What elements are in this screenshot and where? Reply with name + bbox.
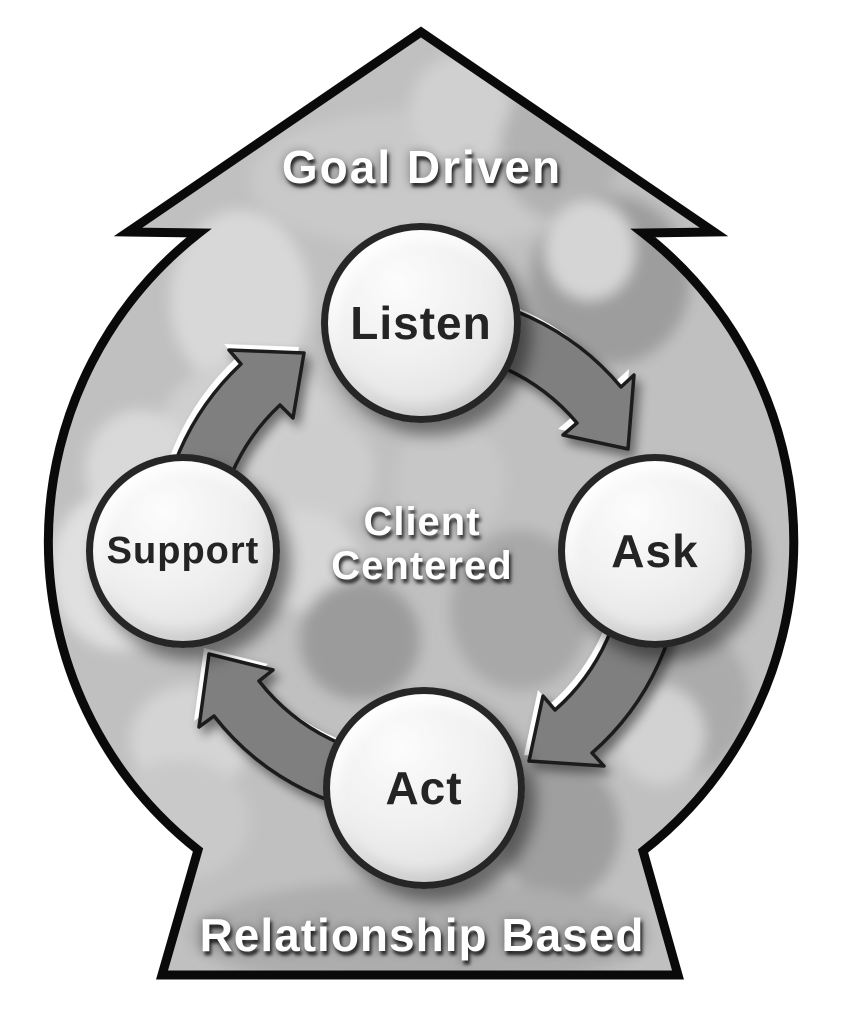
node-act: Act <box>323 687 525 889</box>
node-ask-label: Ask <box>611 525 699 577</box>
top-banner-title: Goal Driven <box>281 141 563 193</box>
node-listen-label: Listen <box>350 297 492 349</box>
shape-black-outline <box>43 26 799 980</box>
node-support-label: Support <box>106 529 260 572</box>
center-label-line1: Client <box>363 500 481 544</box>
node-support: Support <box>86 454 280 648</box>
bottom-banner-title: Relationship Based <box>199 909 645 961</box>
node-listen: Listen <box>321 223 521 423</box>
center-label: Client Centered <box>0 500 844 588</box>
node-ask: Ask <box>558 454 752 648</box>
node-act-label: Act <box>385 762 463 814</box>
center-label-line2: Centered <box>331 544 513 588</box>
